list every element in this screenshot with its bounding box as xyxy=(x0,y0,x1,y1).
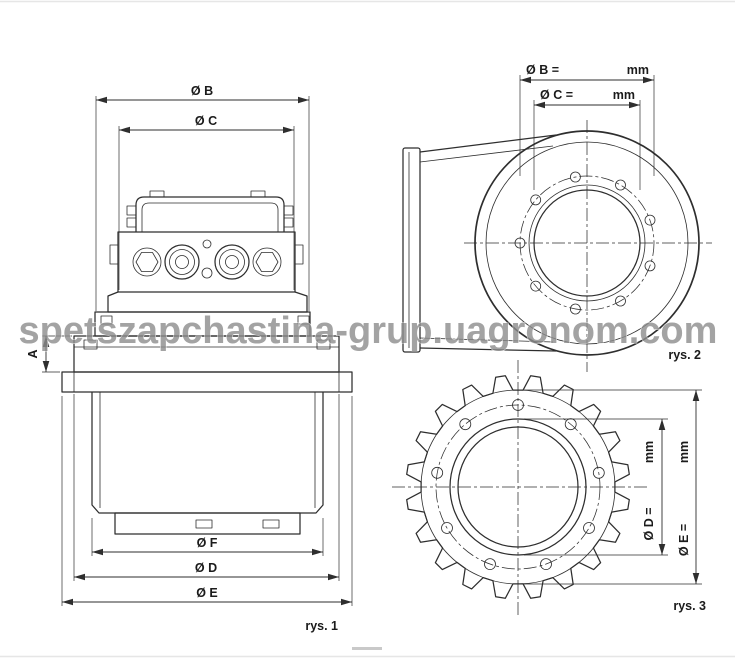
dim-oe: Ø E xyxy=(61,396,353,606)
bolt-hole xyxy=(459,418,472,431)
bottom-plate xyxy=(114,512,301,535)
dim-ob: Ø B xyxy=(95,84,310,311)
port-right-outer xyxy=(214,244,250,280)
dim-oc-side-unit: mm xyxy=(613,88,635,102)
bolt-hole xyxy=(570,171,581,183)
port-right-inner xyxy=(225,255,239,269)
dim-a: A xyxy=(26,335,72,373)
bolt-hole xyxy=(615,295,626,307)
dim-od-sprocket-unit: mm xyxy=(642,441,656,463)
hex-plug-left-ring xyxy=(132,247,162,277)
bolt-hole xyxy=(431,466,444,479)
sprocket-body xyxy=(392,360,648,616)
bolt-hole xyxy=(512,399,524,411)
dim-oc-side: Ø C = mm xyxy=(533,88,641,190)
dim-od-label: Ø D xyxy=(195,561,217,575)
transition-band xyxy=(107,291,308,313)
main-flange-bolt-right xyxy=(316,339,331,350)
bolt-hole xyxy=(540,558,552,570)
bore-circle xyxy=(457,426,579,548)
hex-plug-left xyxy=(135,252,159,272)
dim-ob-side-label: Ø B = xyxy=(526,63,559,77)
bolt-hole xyxy=(644,214,656,226)
mounting-ring xyxy=(61,371,353,393)
top-cover-inner xyxy=(141,202,279,232)
dim-oe-sprocket-unit: mm xyxy=(677,441,691,463)
bolt-hole xyxy=(592,466,605,479)
bolt-hole xyxy=(644,260,656,272)
dim-oe-sprocket-label: Ø E = xyxy=(677,524,691,556)
valve-tab-right xyxy=(294,244,304,265)
dim-oc-label: Ø C xyxy=(195,114,217,128)
housing-body xyxy=(402,120,712,372)
sprocket-view: Ø D = mm Ø E = mm rys. 3 xyxy=(392,360,706,616)
bolt-hole xyxy=(484,558,496,570)
housing-bottom-outline xyxy=(419,347,557,352)
dim-ob-label: Ø B xyxy=(191,84,213,98)
small-port-lower xyxy=(201,267,213,279)
sprocket-view-caption: rys. 3 xyxy=(673,599,706,613)
port-left-inner xyxy=(175,255,189,269)
side-view: Ø B = mm Ø C = mm rys. 2 xyxy=(402,63,712,372)
cover-tab-right xyxy=(250,190,266,198)
bolt-hole xyxy=(530,194,542,206)
mount-flange xyxy=(402,147,421,353)
cover-ear-right-1 xyxy=(283,205,294,216)
side-view-caption: rys. 2 xyxy=(668,348,701,362)
dim-ob-side: Ø B = mm xyxy=(519,63,655,176)
front-view: Ø B Ø C A xyxy=(26,84,353,633)
valve-tab-left xyxy=(109,244,119,265)
cover-ear-left-2 xyxy=(126,217,137,228)
cover-ear-left-1 xyxy=(126,205,137,216)
housing-bottom-inner xyxy=(419,337,554,343)
watermark-text: spetszapchastina-grup.uagronom.com xyxy=(19,310,718,352)
port-right-mid xyxy=(219,249,245,275)
valve-block xyxy=(117,231,296,293)
bottom-watermark-mark xyxy=(352,647,382,650)
main-flange-bolt-left xyxy=(83,339,98,350)
dim-a-label: A xyxy=(26,349,40,358)
bolt-hole xyxy=(615,179,626,191)
drum-housing xyxy=(91,392,324,514)
root-circle xyxy=(420,389,616,585)
dim-od-sprocket-label: Ø D = xyxy=(642,508,656,541)
dim-oc: Ø C xyxy=(118,114,295,290)
bolt-circle xyxy=(435,404,601,570)
bolt-hole xyxy=(441,522,453,534)
bolt-hole xyxy=(530,280,542,292)
dim-od-sprocket: Ø D = mm xyxy=(524,418,668,556)
front-view-caption: rys. 1 xyxy=(305,619,338,633)
small-port-upper xyxy=(202,239,212,249)
dim-od: Ø D xyxy=(73,394,340,581)
hex-plug-right xyxy=(255,252,279,272)
motor-body xyxy=(61,190,353,535)
dim-oe-sprocket: Ø E = mm xyxy=(524,389,702,585)
bottom-boss-left xyxy=(195,519,213,529)
cover-tab-left xyxy=(149,190,165,198)
cover-ear-right-2 xyxy=(283,217,294,228)
top-cover xyxy=(135,196,285,232)
upper-flange-bolt-right xyxy=(297,315,310,325)
dim-oe-label: Ø E xyxy=(196,586,218,600)
bolt-hole xyxy=(570,303,581,315)
dim-of: Ø F xyxy=(91,518,324,556)
port-left-outer xyxy=(164,244,200,280)
hex-plug-right-ring xyxy=(252,247,282,277)
housing-top-outline xyxy=(419,134,557,153)
housing-top-inner xyxy=(419,145,554,163)
hub-circle xyxy=(449,418,587,556)
dim-oc-side-label: Ø C = xyxy=(540,88,573,102)
upper-flange-bolt-left xyxy=(100,315,113,325)
dim-of-label: Ø F xyxy=(197,536,218,550)
bolt-hole xyxy=(583,522,595,534)
bolt-hole-ring xyxy=(431,399,605,570)
dim-ob-side-unit: mm xyxy=(627,63,649,77)
bottom-boss-right xyxy=(262,519,280,529)
port-left-mid xyxy=(169,249,195,275)
